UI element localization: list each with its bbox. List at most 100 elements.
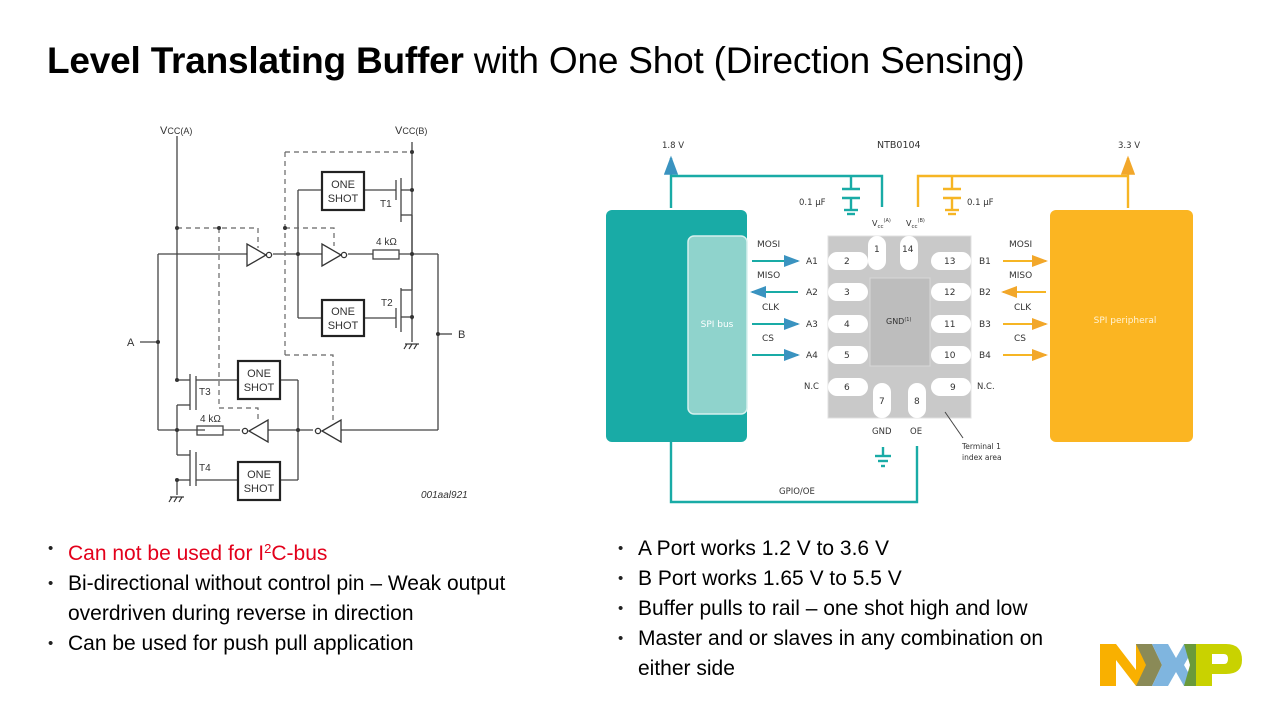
- port-b-label: B: [458, 329, 465, 341]
- resistor-label: 4 kΩ: [376, 237, 397, 248]
- right-bullet-list: •A Port works 1.2 V to 3.6 V •B Port wor…: [616, 534, 1096, 684]
- transistor-t4-label: T4: [199, 463, 211, 474]
- gnd-pad: [869, 277, 931, 367]
- vccb-label: VCC(B): [395, 125, 427, 137]
- inverter-icon: [247, 418, 269, 444]
- pin-number: 14: [902, 245, 914, 255]
- pin-number: 5: [844, 351, 850, 361]
- gpio-oe-label: GPIO/OE: [779, 487, 815, 497]
- transistor-t2-label: T2: [381, 298, 393, 309]
- bullet-item: •B Port works 1.65 V to 5.5 V: [618, 567, 902, 590]
- signal-label: CS: [762, 334, 774, 344]
- one-shot-label: ONE: [247, 368, 271, 380]
- port-a-label: A3: [806, 320, 818, 330]
- inverter-icon: [320, 418, 342, 444]
- terminal-index-label: index area: [962, 453, 1002, 462]
- figure-id: 001aal921: [421, 490, 468, 501]
- chip-pin: [931, 378, 971, 396]
- chip-pin: [828, 315, 868, 333]
- pin-number: 12: [944, 288, 955, 298]
- spi-peripheral-block: [1050, 210, 1193, 442]
- pin-number: 8: [914, 397, 920, 407]
- pin-number: 11: [944, 320, 955, 330]
- cap-b-label: 0.1 µF: [967, 198, 994, 208]
- pin-number: 9: [950, 383, 956, 393]
- spi-bus-label: SPI bus: [701, 320, 734, 330]
- chip-name-label: NTB0104: [877, 140, 921, 151]
- spi-peripheral-label: SPI peripheral: [1094, 316, 1157, 326]
- chip-pin: [873, 383, 891, 418]
- signal-label: MISO: [757, 271, 780, 281]
- vcca-pin-label: Vcc(A): [872, 218, 891, 230]
- chip-pin: [828, 378, 868, 396]
- gnd-pad-label: GND(1): [886, 317, 911, 326]
- vccb-pin-label: Vcc(B): [906, 218, 925, 230]
- pin-number: 6: [844, 383, 850, 393]
- supply-a-label: 1.8 V: [662, 141, 684, 151]
- terminal-index-label: Terminal 1: [961, 442, 1001, 451]
- port-b-label: B3: [979, 320, 991, 330]
- left-bullet-list: •Can not be used for I2C-bus •Bi-directi…: [46, 534, 586, 659]
- chip-pin: [931, 252, 971, 270]
- pin-number: 13: [944, 257, 955, 267]
- one-shot-label: SHOT: [244, 382, 275, 394]
- pin-number: 2: [844, 257, 850, 267]
- one-shot-label: ONE: [331, 306, 355, 318]
- transistor-t1-label: T1: [380, 199, 392, 210]
- ntb0104-chip: [827, 235, 972, 419]
- one-shot-block: [320, 298, 366, 338]
- bullet-item: •Can be used for push pull application: [48, 632, 414, 655]
- port-b-label: B4: [979, 351, 991, 361]
- chip-pin: [931, 283, 971, 301]
- oe-label: OE: [910, 427, 922, 437]
- chip-pin: [900, 236, 918, 270]
- bullet-item: •Master and or slaves in any combination…: [618, 627, 1044, 680]
- pin-number: 1: [874, 245, 880, 255]
- one-shot-label: SHOT: [244, 483, 275, 495]
- nc-left-label: N.C: [804, 382, 819, 392]
- inverter-icon: [246, 242, 268, 268]
- chip-pin: [931, 315, 971, 333]
- chip-pin: [908, 383, 926, 418]
- slide-title-regular: with One Shot (Direction Sensing): [463, 40, 1025, 81]
- chip-pin: [931, 346, 971, 364]
- port-a-label: A1: [806, 257, 818, 267]
- supply-b-label: 3.3 V: [1118, 141, 1140, 151]
- ground-icon: [168, 343, 419, 503]
- bullet-item: •Can not be used for I2C-bus: [48, 540, 328, 565]
- one-shot-block: [236, 359, 282, 401]
- chip-pin: [828, 283, 868, 301]
- port-a-label: A: [127, 337, 135, 349]
- pin-number: 4: [844, 320, 850, 330]
- gnd-label: GND: [872, 427, 892, 437]
- one-shot-label: ONE: [247, 469, 271, 481]
- signal-label: MOSI: [1009, 240, 1032, 250]
- pin-number: 7: [879, 397, 885, 407]
- signal-label: MISO: [1009, 271, 1032, 281]
- port-a-label: A4: [806, 351, 818, 361]
- signal-label: CS: [1014, 334, 1026, 344]
- slide-title-bold: Level Translating Buffer: [47, 40, 464, 81]
- pin-number: 10: [944, 351, 956, 361]
- resistor-label: 4 kΩ: [200, 414, 221, 425]
- cap-a-label: 0.1 µF: [799, 198, 826, 208]
- signal-label: MOSI: [757, 240, 780, 250]
- bullet-item: •Bi-directional without control pin – We…: [48, 572, 506, 625]
- chip-pin: [828, 252, 868, 270]
- pin-number: 3: [844, 288, 850, 298]
- chip-pin: [828, 346, 868, 364]
- one-shot-label: SHOT: [328, 193, 359, 205]
- port-b-label: B2: [979, 288, 991, 298]
- chip-pin: [868, 236, 886, 270]
- transistor-t3-label: T3: [199, 387, 211, 398]
- signal-label: CLK: [762, 303, 780, 313]
- bullet-item: •Buffer pulls to rail – one shot high an…: [618, 597, 1028, 620]
- slide-title: Level Translating Buffer with One Shot (…: [47, 40, 1025, 82]
- one-shot-block: [320, 170, 366, 212]
- port-a-label: A2: [806, 288, 818, 298]
- nc-right-label: N.C.: [977, 382, 995, 392]
- inverter-icon: [321, 242, 343, 268]
- nxp-logo: [1100, 644, 1242, 686]
- spi-bus-block: [687, 235, 748, 415]
- bullet-item: •A Port works 1.2 V to 3.6 V: [618, 537, 889, 560]
